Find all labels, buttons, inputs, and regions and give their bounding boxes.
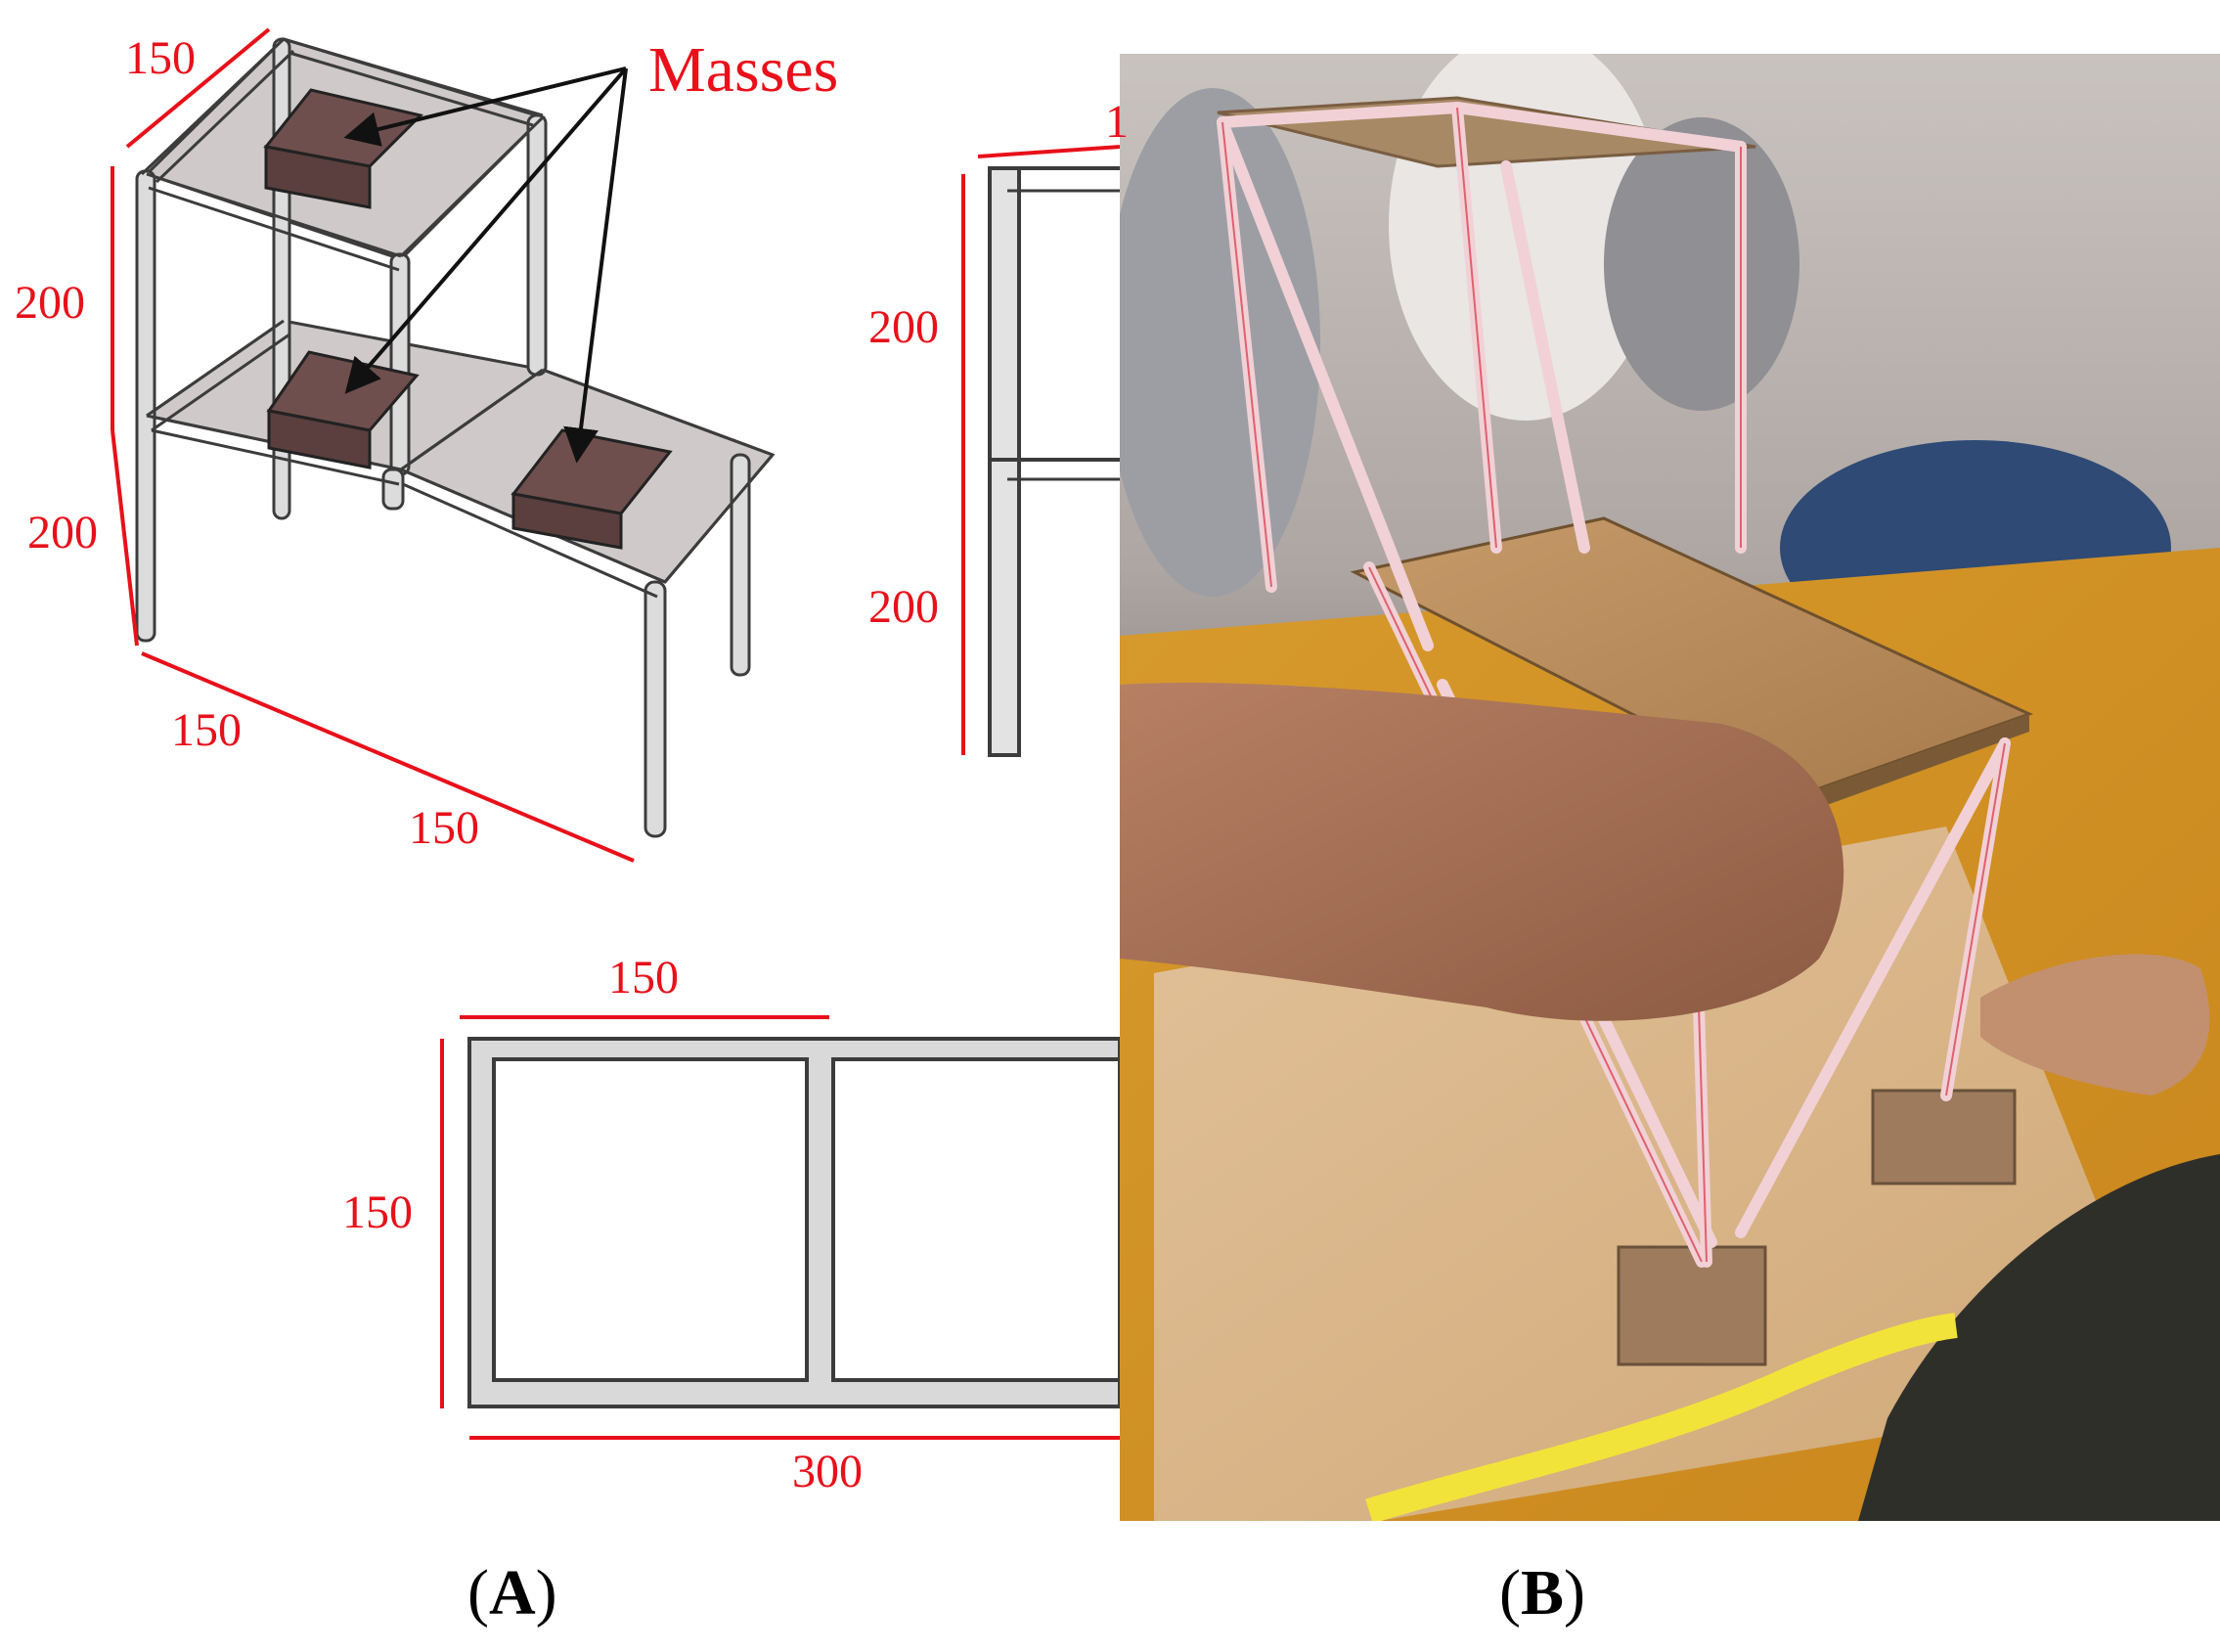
straw-stripes [1221, 107, 2006, 1263]
panel-b-caption: (B) [1499, 1557, 1585, 1629]
iso-dim-upper-height: 200 [15, 277, 85, 329]
hand-right-blur [1980, 954, 2210, 1095]
plan-dim-total-length: 300 [792, 1446, 863, 1497]
side-dim-lower-height: 200 [868, 581, 939, 633]
panel-b-letter: B [1521, 1557, 1564, 1629]
base-plate-front [1617, 1245, 1767, 1366]
mass-lower-right [511, 428, 673, 550]
plan-dimension-lines [440, 1015, 1120, 1440]
plan-view [440, 1015, 1122, 1440]
iso-dim-front-right: 150 [409, 802, 479, 854]
iso-dim-front-left: 150 [171, 704, 242, 756]
side-view [961, 145, 1121, 757]
side-dimension-lines [961, 145, 1121, 755]
iso-dimension-lines [111, 27, 635, 863]
measuring-tape [1365, 1313, 1958, 1521]
panel-a-caption: (A) [467, 1557, 557, 1629]
person-blur-1 [1120, 88, 1320, 597]
cloth-blur [1858, 1154, 2220, 1521]
masses-label: Masses [648, 34, 838, 106]
iso-dim-lower-height: 200 [27, 507, 98, 558]
base-plate-back [1871, 1089, 2017, 1185]
mass-arrows [343, 67, 628, 464]
side-dim-top-partial: 1 [1105, 96, 1129, 148]
plan-view-bay-right [831, 1057, 1122, 1382]
labels: Masses 150 200 200 150 150 1 200 200 150… [15, 32, 1585, 1629]
iso-dim-top-width: 150 [125, 32, 196, 84]
mass-upper [263, 88, 423, 209]
side-dim-upper-height: 200 [868, 301, 939, 353]
arm-blur [1120, 683, 1844, 1021]
plan-dim-depth: 150 [342, 1186, 413, 1238]
panel-a-letter: A [489, 1557, 536, 1629]
photo-panel [1120, 54, 2220, 1521]
plan-dim-bay-width: 150 [608, 952, 679, 1004]
person-blur-3 [1604, 117, 1799, 411]
isometric-view [111, 27, 776, 863]
plan-view-bay-left [492, 1057, 809, 1382]
